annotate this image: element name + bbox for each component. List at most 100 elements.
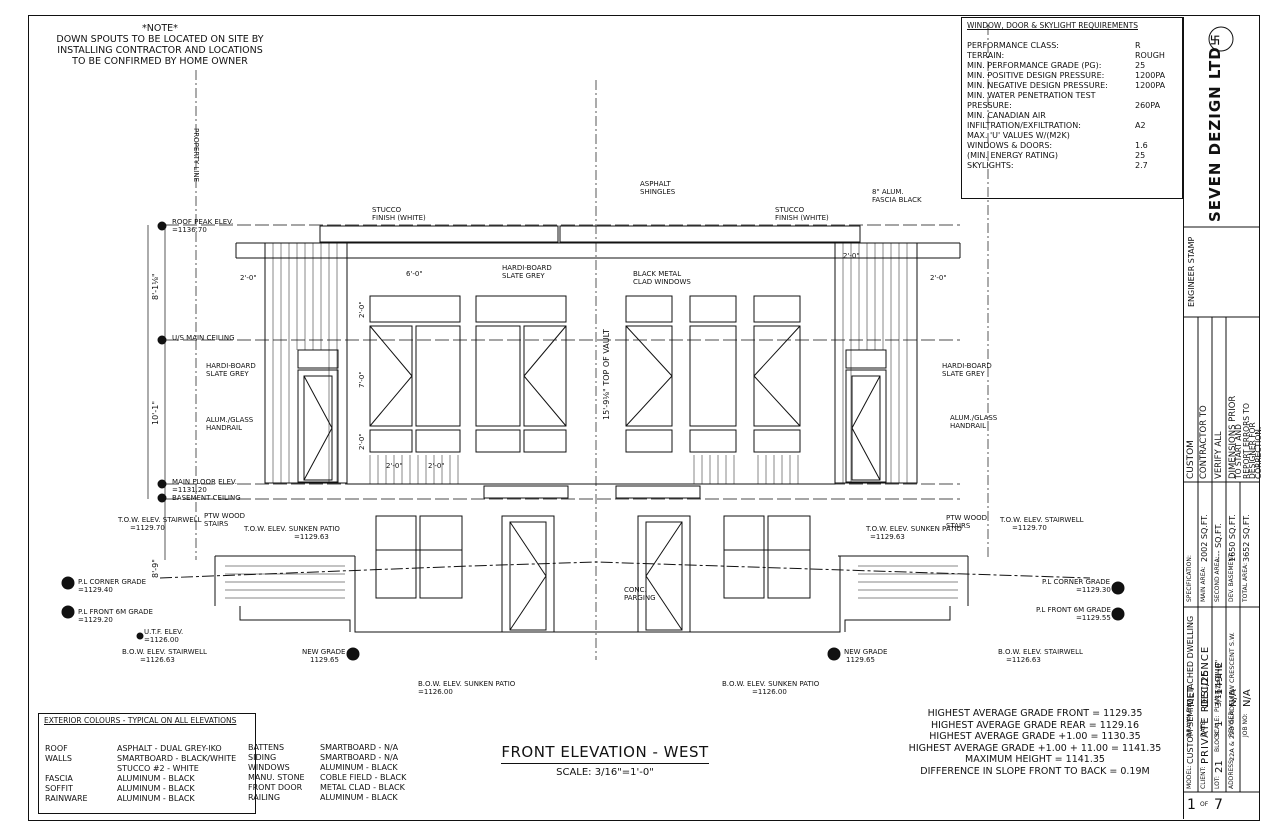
requirements-title: WINDOW, DOOR & SKYLIGHT REQUIREMENTS (967, 21, 1138, 30)
pl-front-right-line2: =1129.55 (1076, 614, 1111, 622)
colour-value: METAL CLAD - BLACK (320, 783, 405, 792)
req-label: MIN. NEGATIVE DESIGN PRESSURE: (967, 81, 1108, 90)
colour-value: SMARTBOARD - BLACK/WHITE (117, 754, 237, 763)
tow-patio-right-line2: =1129.63 (870, 533, 905, 541)
client-label: CLIENT: (1200, 766, 1207, 789)
req-label: MIN. POSITIVE DESIGN PRESSURE: (967, 71, 1105, 80)
req-label: MAX. 'U' VALUES W/(M2K) (967, 131, 1070, 140)
pl-front-left-line1: P.L FRONT 6m GRADE (78, 608, 153, 616)
note-line: DOWN SPOUTS TO BE LOCATED ON SITE BY (56, 34, 264, 45)
bow-patio-right-line1: B.O.W. ELEV. SUNKEN PATIO (722, 680, 820, 688)
ptw-right-line1: PTW WOOD (946, 514, 987, 522)
dim-label: 2'-0" (930, 274, 947, 282)
grade-note: HIGHEST AVERAGE GRADE +1.00 = 1130.35 (929, 731, 1141, 742)
property-line-label: PROPERTY LINE (192, 128, 200, 182)
colour-value: ASPHALT - DUAL GREY-IKO (117, 744, 222, 753)
area-label: SPECIFICATION: (1186, 555, 1193, 602)
job-value: N/A (1242, 689, 1253, 707)
req-label: TERRAIN: (967, 51, 1005, 60)
colour-value: ALUMINUM - BLACK (117, 784, 195, 793)
handrail-left-line2: HANDRAIL (206, 424, 243, 432)
colour-label: WINDOWS (248, 763, 290, 772)
req-value: R (1135, 41, 1141, 50)
dim-label: 8'-1⅛" (151, 273, 160, 300)
colour-value: STUCCO #2 - WHITE (117, 764, 199, 773)
drawing-title: FRONT ELEVATION - WEST SCALE: 3/16"=1'-0… (490, 742, 720, 778)
exterior-colours-right: BATTENS SMARTBOARD - N/A SIDING SMARTBOA… (248, 743, 418, 813)
engineer-stamp-label: ENGINEER STAMP (1187, 236, 1196, 307)
req-value: 25 (1135, 151, 1146, 160)
window-door-requirements-table: WINDOW, DOOR & SKYLIGHT REQUIREMENTS PER… (961, 17, 1183, 199)
tow-patio-left-line2: =1129.63 (294, 533, 329, 541)
roof-peak-value: =1136.70 (172, 226, 207, 234)
area-value: 2002 SQ.FT. (1200, 514, 1209, 562)
dim-label: 7'-0" (358, 371, 366, 388)
plan-label: PLAN: (1214, 694, 1221, 712)
dim-label: 8'-9" (151, 559, 160, 578)
hardi-right-line2: SLATE GREY (942, 370, 985, 378)
note-line: INSTALLING CONTRACTOR AND LOCATIONS (57, 45, 263, 56)
req-value: 1.6 (1135, 141, 1148, 150)
new-grade-left-line2: 1129.65 (310, 656, 339, 664)
client-value: PRIVATE RESIDENCE (1200, 645, 1211, 764)
new-grade-left-line1: NEW GRADE (302, 648, 346, 656)
dim-label: 2'-0" (386, 462, 403, 470)
hardi-left-line1: HARDI-BOARD (206, 362, 256, 370)
req-label: MIN. PERFORMANCE GRADE (PG): (967, 61, 1102, 70)
dim-label: 6'-0" (406, 270, 423, 278)
basement-ceiling-label: BASEMENT CEILING (172, 494, 241, 502)
stucco-right-line1: STUCCO (775, 206, 805, 214)
colour-label: RAINWARE (45, 794, 88, 803)
req-value: 25 (1135, 61, 1146, 70)
main-floor-label: MAIN FLOOR ELEV. (172, 478, 237, 486)
title-block-grid (1184, 26, 1259, 793)
model-value: CUSTOM SEMI-DETACHED DWELLING (1186, 615, 1195, 764)
req-value: 2.7 (1135, 161, 1148, 170)
tow-right-line2: =1129.70 (1012, 524, 1047, 532)
tow-patio-left-line1: T.O.W. ELEV. SUNKEN PATIO (244, 525, 340, 533)
bow-patio-left-line1: B.O.W. ELEV. SUNKEN PATIO (418, 680, 516, 688)
note-line: TO BE CONFIRMED BY HOME OWNER (72, 56, 248, 67)
req-label: PRESSURE: (967, 101, 1012, 110)
bow-patio-right-line2: =1126.00 (752, 688, 787, 696)
handrail-right-line2: HANDRAIL (950, 422, 987, 430)
address-value: 22a & 22b GLADEVIEW CRESCENT S.W. (1228, 632, 1236, 761)
hardi-top-line1: HARDI-BOARD (502, 264, 552, 272)
req-label: PERFORMANCE CLASS: (967, 41, 1059, 50)
colour-label: FASCIA (45, 774, 73, 783)
sheet-number: 1 (1187, 797, 1196, 813)
tow-left-line2: =1129.70 (130, 524, 165, 532)
stucco-left-line1: STUCCO (372, 206, 402, 214)
grade-notes: HIGHEST AVERAGE GRADE FRONT = 1129.35 HI… (880, 708, 1190, 777)
req-value: ROUGH (1135, 51, 1165, 60)
block-label: BLOCK: (1214, 729, 1221, 752)
colour-label: SIDING (248, 753, 277, 762)
bow-left-line1: B.O.W. ELEV. STAIRWELL (122, 648, 207, 656)
colour-label: BATTENS (248, 743, 285, 752)
drawing-title-name: FRONT ELEVATION - WEST (501, 743, 709, 764)
exterior-colours-table: EXTERIOR COLOURS - TYPICAL ON ALL ELEVAT… (38, 713, 256, 814)
dim-label: 15'-9⅛" TOP OF VAULT (602, 329, 611, 420)
req-label: INFILTRATION/EXFILTRATION: (967, 121, 1081, 130)
address-label: ADDRESS: (1228, 758, 1235, 789)
handrail-right-line1: ALUM./GLASS (950, 414, 998, 422)
utf-line2: =1126.00 (144, 636, 179, 644)
req-label: SKYLIGHTS: (967, 161, 1014, 170)
colour-value: SMARTBOARD - N/A (320, 753, 399, 762)
dim-label: 2'-0" (358, 301, 366, 318)
dim-label: 2'-0" (240, 274, 257, 282)
company-name: SEVEN DEZIGN LTD (1206, 46, 1224, 222)
block-value: 1 (1214, 720, 1225, 727)
asphalt-line1: ASPHALT (640, 180, 671, 188)
ptw-left-line1: PTW WOOD (204, 512, 245, 520)
area-label: TOTAL AREA: (1242, 562, 1249, 602)
windows-line2: CLAD WINDOWS (633, 278, 691, 286)
main-floor-value: =1131.20 (172, 486, 207, 494)
dim-label: 2'-0" (843, 252, 860, 260)
colour-value: ALUMINUM - BLACK (320, 793, 398, 802)
req-label: (MIN. ENERGY RATING) (967, 151, 1058, 160)
company-logo: 卐 (1210, 36, 1220, 47)
area-label: MAIN AREA: (1200, 566, 1207, 602)
note-heading: *NOTE* (142, 23, 178, 34)
model-label: MODEL: (1186, 765, 1193, 789)
